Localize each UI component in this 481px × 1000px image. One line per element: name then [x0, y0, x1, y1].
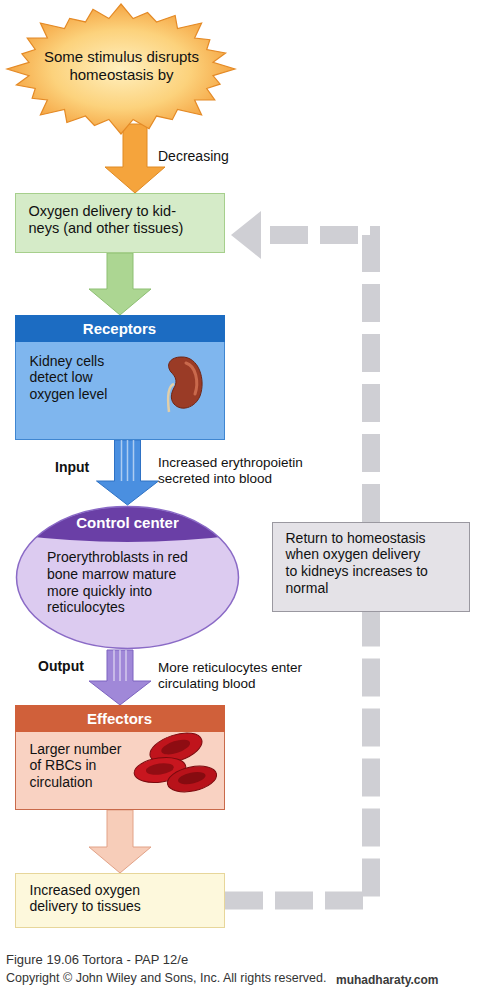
arrow-stripe: [113, 650, 115, 681]
effector-box: EffectorsLarger number of RBCs in circul…: [15, 705, 225, 810]
flow-arrow: [89, 810, 151, 873]
box-body: Kidney cells detect low oxygen level: [30, 353, 130, 403]
arrow-body: [89, 650, 151, 705]
edge-label: More reticulocytes enter circulating blo…: [158, 660, 333, 692]
box-heading: Receptors: [15, 315, 225, 342]
arrow-stripe: [133, 440, 135, 481]
flow-arrow: [97, 440, 159, 505]
arrow-body: [89, 253, 151, 315]
note-text: Return to homeostasis when oxygen delive…: [286, 530, 436, 597]
ellipse-cap: [15, 505, 240, 542]
response-text: Increased oxygen delivery to tissues: [30, 882, 165, 916]
stimulus-text: Some stimulus disrupts homeostasis by: [39, 48, 204, 84]
condition-text: Oxygen delivery to kid- neys (and other …: [29, 203, 199, 238]
watermark: muhadharaty.com: [336, 973, 438, 987]
dashed-line: [225, 612, 371, 901]
return-note-box: Return to homeostasis when oxygen delive…: [272, 522, 470, 612]
box-body: Larger number of RBCs in circulation: [30, 741, 135, 791]
arrow-stripe: [121, 440, 123, 481]
arrow-stripe: [127, 440, 129, 481]
flow-arrow: [105, 124, 165, 193]
arrow-body: [89, 810, 151, 873]
arrow-body: [105, 124, 165, 193]
ellipse-heading: Control center: [15, 514, 240, 532]
receptor-box: ReceptorsKidney cells detect low oxygen …: [15, 315, 225, 440]
return-arrow: [225, 612, 371, 901]
stimulus-starburst: Some stimulus disrupts homeostasis by: [5, 2, 237, 136]
starburst-shape: [7, 4, 235, 134]
edge-label: Increased erythropoietin secreted into b…: [158, 455, 333, 487]
edge-label: Decreasing: [158, 148, 278, 165]
flow-label: Input: [55, 459, 89, 476]
box-heading: Effectors: [15, 705, 225, 732]
figure-caption: Figure 19.06 Tortora - PAP 12/e: [6, 952, 188, 968]
controlled-condition-box: Oxygen delivery to kid- neys (and other …: [15, 193, 225, 253]
arrow-body: [97, 440, 159, 505]
flow-arrow: [89, 650, 151, 705]
arrow-stripe: [119, 650, 121, 681]
flow-arrow: [89, 253, 151, 315]
response-box: Increased oxygen delivery to tissues: [15, 873, 225, 928]
dashed-line: [261, 235, 371, 522]
ellipse-body: Proerythroblasts in red bone marrow matu…: [47, 549, 192, 616]
control-center-ellipse: Control centerProerythroblasts in red bo…: [15, 505, 240, 650]
arrow-stripe: [125, 650, 127, 681]
arrow-head: [231, 211, 261, 259]
flow-label: Output: [38, 658, 84, 675]
